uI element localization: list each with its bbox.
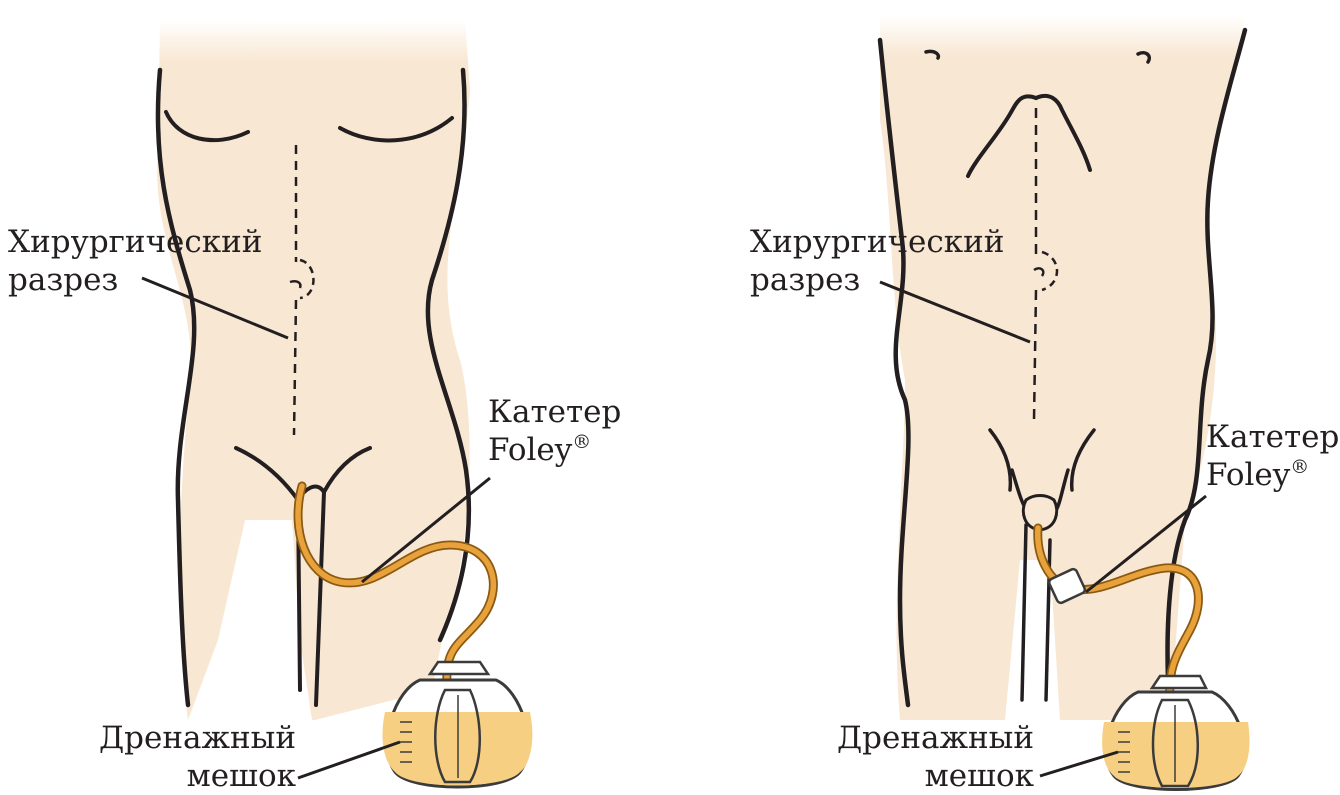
male-bag-label-line1: Дренажный [837, 720, 1034, 756]
male-bag-label-line2: мешок [925, 758, 1034, 794]
female-catheter-label-line2: Foley® [488, 431, 591, 468]
female-bag-label-line2: мешок [187, 758, 296, 794]
male-incision-label-line2: разрез [750, 262, 860, 298]
male-catheter-foley: Foley [1206, 457, 1291, 493]
male-catheter-label-line1: Катетер [1206, 419, 1339, 455]
female-figure: Хирургический разрез Катетер Foley® Дрен… [8, 20, 621, 794]
male-catheter-registered-mark: ® [1290, 456, 1309, 478]
female-incision-label-line2: разрез [8, 262, 118, 298]
male-catheter-label-line2: Foley® [1206, 456, 1309, 493]
female-incision-label-line1: Хирургический [8, 224, 262, 260]
female-bag-leader [298, 742, 400, 778]
female-bag-hanger [430, 662, 488, 674]
female-catheter-label-line1: Катетер [488, 394, 621, 430]
male-body-skin [880, 15, 1245, 720]
male-incision-label-line1: Хирургический [750, 224, 1004, 260]
female-catheter-foley: Foley [488, 432, 573, 468]
female-bag-label-line1: Дренажный [99, 720, 296, 756]
male-figure: Хирургический разрез Катетер Foley® Дрен… [750, 15, 1339, 794]
female-body-skin [157, 20, 470, 720]
female-catheter-registered-mark: ® [572, 431, 591, 453]
male-bag-hanger [1152, 676, 1206, 688]
